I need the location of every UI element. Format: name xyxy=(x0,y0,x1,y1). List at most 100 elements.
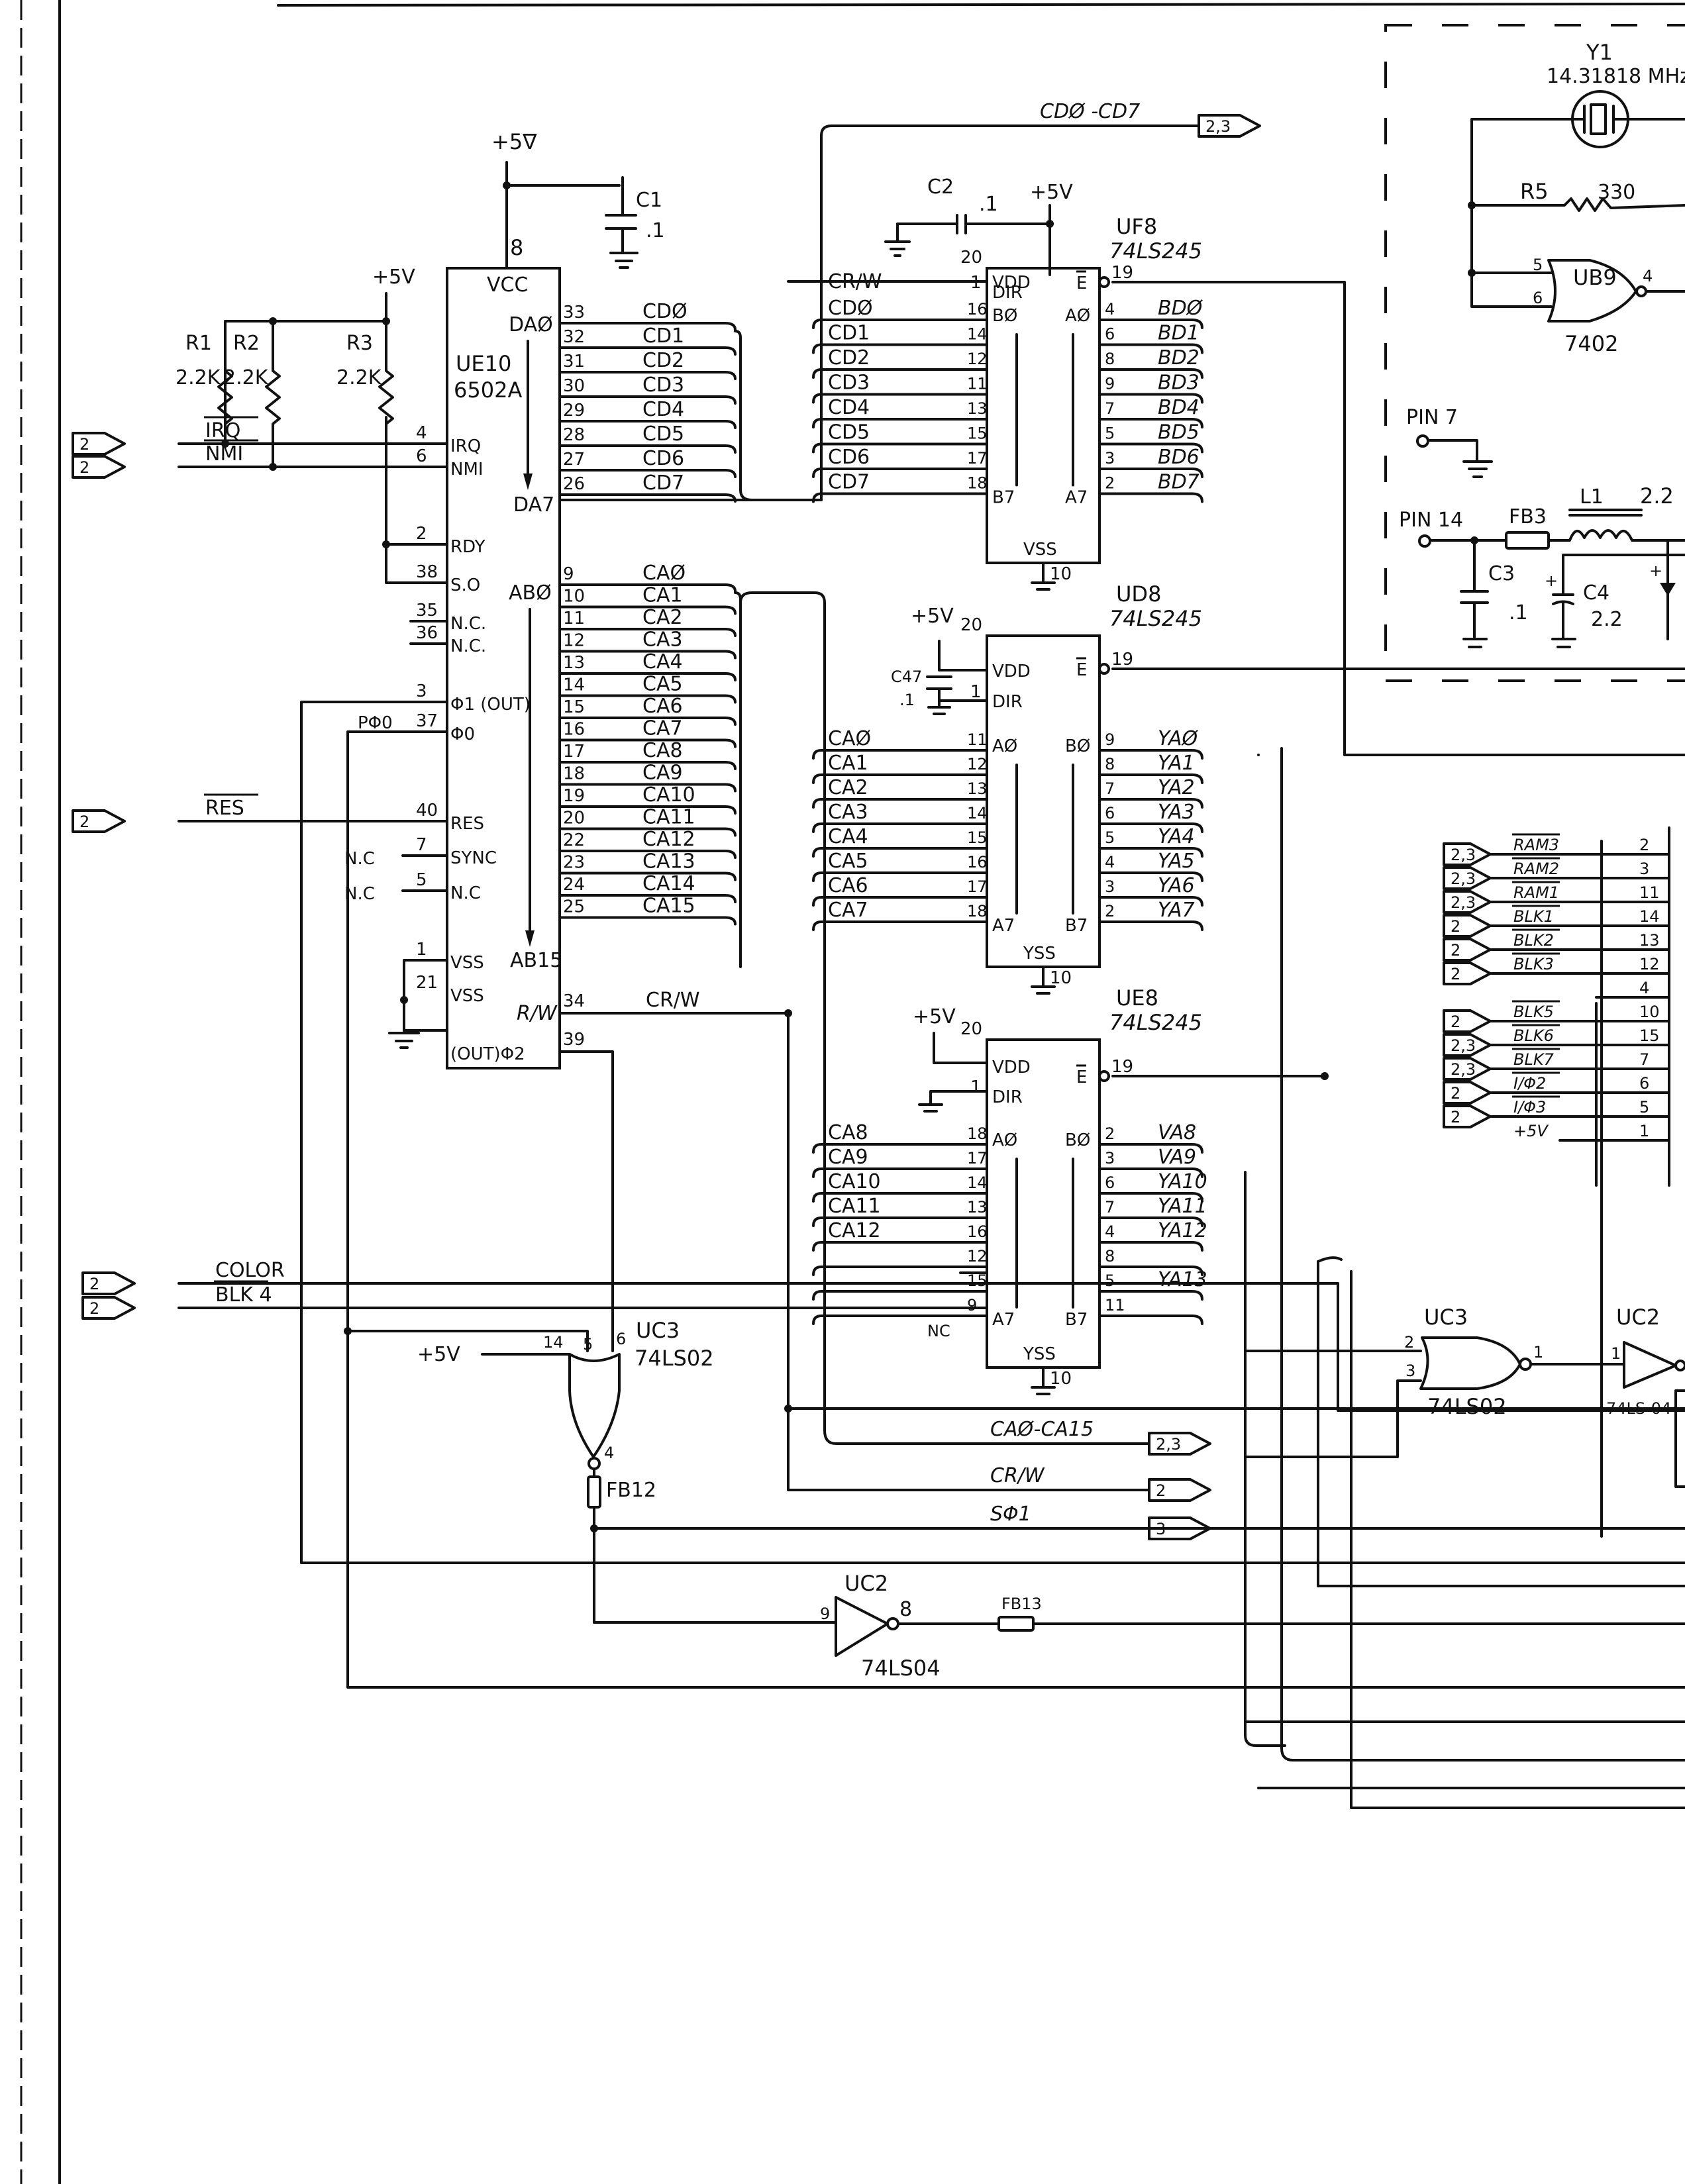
pin-number: 20 xyxy=(563,809,585,828)
bus-output[interactable]: 2 xyxy=(1148,1478,1211,1502)
pin-number: 15 xyxy=(563,697,585,717)
cpu-pin-name: NMI xyxy=(450,460,484,479)
port-label: BØ xyxy=(1065,736,1090,756)
resistor-value: 2.2K xyxy=(176,366,221,389)
resistor-r2[interactable]: R22.2K xyxy=(223,320,281,468)
net-label: CA12 xyxy=(642,828,695,851)
buffer-body xyxy=(986,1038,1101,1369)
resistor-r3[interactable]: R32.2K xyxy=(336,320,394,445)
pin-number: 6 xyxy=(1639,1074,1649,1093)
dir-pin: 1 xyxy=(970,1077,982,1097)
offpage-connector[interactable]: 2,3 xyxy=(1443,1033,1492,1057)
capacitor-c1[interactable]: C1 .1 xyxy=(605,176,665,269)
net-label: BD2 xyxy=(1158,346,1200,370)
offpage-connector[interactable]: 2 xyxy=(1443,962,1492,985)
offpage-input-color[interactable]: 2 xyxy=(81,1271,136,1295)
pin-number: 14 xyxy=(563,675,585,695)
net-label: YA6 xyxy=(1158,874,1195,897)
c4-ref: C4 xyxy=(1583,581,1609,605)
connector-row[interactable]: 4 xyxy=(1595,979,1670,999)
net-label: CA3 xyxy=(642,628,683,652)
pin-number: 3 xyxy=(1105,1149,1115,1167)
pin-number: 25 xyxy=(563,897,585,917)
offpage-connector[interactable]: 2,3 xyxy=(1443,890,1492,914)
terminal-icon xyxy=(1418,534,1431,548)
bus-output[interactable]: 3 xyxy=(1148,1516,1211,1540)
inverter-uc2-right[interactable]: 1 UC2 74LS-04 xyxy=(1600,840,1685,1538)
cd-bus-trunk xyxy=(820,124,1200,501)
offpage-input-res[interactable]: 2 xyxy=(72,809,126,833)
inverter-icon xyxy=(1623,1341,1677,1389)
ferrite-fb13[interactable]: FB13 xyxy=(897,1595,1685,1632)
offpage-connector[interactable]: 2 xyxy=(1443,1081,1492,1105)
offpage-connector[interactable]: 2 xyxy=(1443,1009,1492,1033)
pin-number: 3 xyxy=(1105,877,1115,896)
offpage-connector-icon xyxy=(81,1296,136,1320)
offpage-input-nmi[interactable]: 2 xyxy=(72,455,126,479)
net-label: I/Φ3 xyxy=(1513,1098,1546,1117)
uc3-right-ref: UC3 xyxy=(1424,1305,1468,1330)
offpage-input-blk-4[interactable]: 2 xyxy=(81,1296,136,1320)
bus-output[interactable]: 2,3 xyxy=(1148,1432,1211,1456)
resistor-r5[interactable]: R5 330 xyxy=(1468,179,1685,212)
cpu-pin: 35N.C. xyxy=(416,601,486,634)
vdd-pin: 20 xyxy=(960,1019,982,1039)
pin-number: 6 xyxy=(1105,1173,1115,1192)
nor-gate-uc3-left[interactable]: +5V 14 5 6 4 UC3 74LS02 xyxy=(344,1318,714,1470)
offpage-connector[interactable]: 2 xyxy=(1443,938,1492,962)
pin-number: 9 xyxy=(563,564,574,584)
inverter-uc2-left[interactable]: 9 8 UC2 74LS04 xyxy=(593,1571,941,1681)
bus-output[interactable]: 2,3 xyxy=(1198,114,1261,138)
offpage-input-irq[interactable]: 2 xyxy=(72,432,126,456)
net-label: BLK6 xyxy=(1513,1026,1554,1045)
offpage-connector[interactable]: 2 xyxy=(1443,1105,1492,1128)
ferrite-fb12[interactable]: FB12 xyxy=(587,1467,656,1624)
ca-bus-bundle xyxy=(734,591,742,968)
junction-dot xyxy=(382,540,390,548)
offpage-connector[interactable]: 2 xyxy=(1443,914,1492,938)
pin14-label: PIN 14 xyxy=(1399,509,1463,532)
nor-gate-uc3-right[interactable]: 2 3 1 UC3 74LS02 xyxy=(1244,1305,1624,1458)
offpage-connector[interactable]: 2,3 xyxy=(1443,1057,1492,1081)
offpage-connector[interactable]: 2,3 xyxy=(1443,842,1492,866)
cpu-ue10[interactable]: 8 VCC UE10 6502A DAØ DA7 ABØ AB15 R/W xyxy=(446,235,562,1069)
buffer-part: 74LS245 xyxy=(1109,606,1202,631)
crystal-y1[interactable]: Y1 14.31818 MHz xyxy=(1470,40,1685,253)
junction-dot xyxy=(1468,201,1476,209)
pin-number: 1 xyxy=(1639,1122,1649,1140)
power-filter[interactable]: PIN 14 FB3 L1 2.2 C3 .1 + C4 2.2 + xyxy=(1399,483,1685,648)
nor-gate-ub9[interactable]: UB9 5 6 4 7402 xyxy=(1468,250,1685,356)
pin7-ground[interactable]: PIN 7 xyxy=(1406,406,1493,478)
zener-diode-icon xyxy=(1660,583,1676,596)
resistor-r1[interactable]: R12.2K xyxy=(176,320,233,445)
capacitor-c2[interactable]: C2 .1 xyxy=(884,175,1051,257)
offpage-connector[interactable]: 2,3 xyxy=(1443,866,1492,890)
capacitor-c47[interactable]: C47 .1 xyxy=(891,640,988,715)
uc3r-pin-2: 2 xyxy=(1404,1333,1414,1352)
offpage-sheet-ref: 2,3 xyxy=(1451,1060,1476,1079)
net-label: CR/W xyxy=(990,1464,1045,1487)
phi0-net xyxy=(346,730,1685,1689)
